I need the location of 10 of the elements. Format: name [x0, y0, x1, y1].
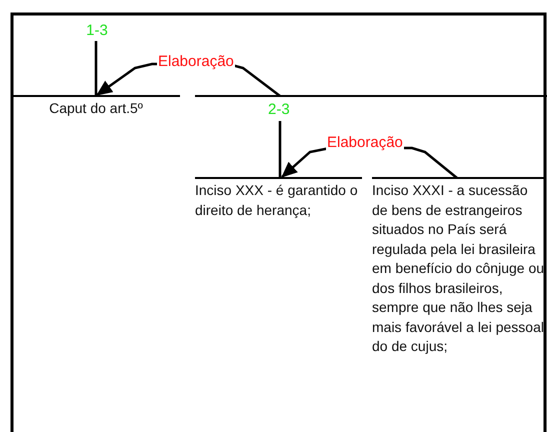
span-label: 1-3 [84, 22, 110, 40]
connector-line [278, 121, 282, 177]
segment-text: Inciso XXX - é garantido o direito de herança; [195, 181, 359, 220]
relation-label: Elaboração [326, 134, 404, 152]
span-label: 2-3 [268, 101, 290, 119]
segment-text: Inciso XXXI - a sucessão de bens de estrangeiros situados no País será regulada pela lei brasileira em benefício do cônjuge ou dos filhos brasileiros, sempre que não lhes seja mais favorável a lei pessoal do de cujus; [372, 181, 546, 356]
connector-line [94, 41, 98, 95]
relation-label: Elaboração [157, 53, 235, 71]
segment-text: Caput do art.5º [48, 99, 144, 118]
segment-line [12, 95, 180, 119]
